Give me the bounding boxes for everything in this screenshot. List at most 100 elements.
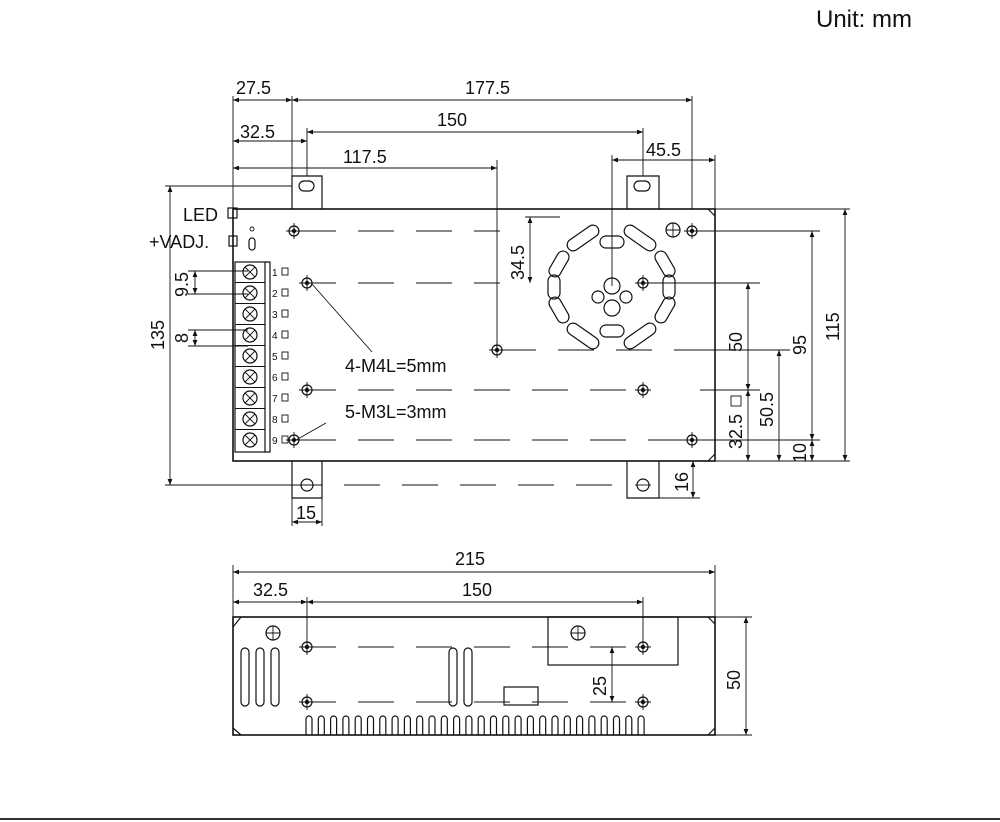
- terminal-number: 3: [272, 310, 278, 321]
- vent-slot: [440, 715, 448, 735]
- hole-marker: [286, 223, 302, 239]
- vent-slot: [588, 715, 596, 735]
- unit-label: Unit: mm: [816, 6, 912, 33]
- vent-slot: [379, 715, 387, 735]
- vent-slot: [539, 715, 547, 735]
- dim-15: 15: [296, 503, 316, 523]
- side-hole-marker: [635, 639, 651, 655]
- side-hole-marker: [635, 694, 651, 710]
- side-dim-150: 150: [462, 580, 492, 600]
- vent-slot: [465, 715, 473, 735]
- led-label: LED: [183, 205, 218, 225]
- terminal-number: 9: [272, 436, 278, 447]
- side-dim-32-5: 32.5: [253, 580, 288, 600]
- vadj-label: +VADJ.: [149, 232, 209, 252]
- dim-215: 215: [455, 549, 485, 569]
- ground-screw-icon: [665, 222, 681, 238]
- dim-27-5: 27.5: [236, 78, 271, 98]
- mount-ear-bottom-right: [626, 461, 660, 499]
- side-label-plate: [547, 616, 679, 666]
- vent-slot: [576, 715, 584, 735]
- dim-34-5: 34.5: [508, 245, 528, 280]
- dim-45-5: 45.5: [646, 140, 681, 160]
- side-dim-50: 50: [724, 670, 744, 690]
- vent-slot: [354, 715, 362, 735]
- dim-95: 95: [790, 335, 810, 355]
- terminal-8: 8: [235, 408, 289, 427]
- dim-150: 150: [437, 110, 467, 130]
- vent-slot: [514, 715, 522, 735]
- terminal-number: 1: [272, 268, 278, 279]
- terminal-5: 5: [235, 345, 289, 364]
- vent-slot: [600, 715, 608, 735]
- dim-135: 135: [148, 320, 168, 350]
- terminal-4: 4: [235, 324, 289, 343]
- led-indicator: [227, 207, 238, 219]
- hole-marker: [635, 382, 651, 398]
- vent-slot: [453, 715, 461, 735]
- dim-117-5: 117.5: [343, 147, 387, 167]
- vent-slot: [526, 715, 534, 735]
- hole-marker: [684, 223, 700, 239]
- terminal-number: 4: [272, 331, 278, 342]
- vent-slot: [317, 715, 325, 735]
- vent-slot: [477, 715, 485, 735]
- dim-50-top: 50: [726, 332, 746, 352]
- terminal-7: 7: [235, 387, 289, 406]
- dim-8: 8: [172, 333, 192, 343]
- vent-slot: [637, 715, 645, 735]
- vent-slot: [366, 715, 375, 735]
- terminal-number: 6: [272, 373, 278, 384]
- hole-marker: [684, 432, 700, 448]
- top-view: 1 2 3 4 5 6 7 8 9: [148, 78, 850, 526]
- vadj-potentiometer: [228, 235, 238, 247]
- dim-177-5: 177.5: [465, 78, 510, 98]
- side-view-body: [232, 616, 716, 736]
- terminal-number: 7: [272, 394, 278, 405]
- dim-32-5-right: 32.5: [726, 414, 746, 449]
- side-connector: [503, 686, 539, 706]
- dim-10: 10: [790, 443, 810, 463]
- top-view-body: [232, 208, 716, 462]
- vent-slot: [342, 715, 350, 735]
- cooling-fan-vents: [547, 224, 676, 350]
- dim-16: 16: [672, 472, 692, 492]
- dim-9-5: 9.5: [172, 272, 192, 297]
- m3-screw-callout: 5-M3L=3mm: [345, 402, 447, 422]
- bottom-rule: [0, 818, 1000, 820]
- dim-50-5: 50.5: [757, 392, 777, 427]
- terminal-2: 2: [235, 282, 289, 301]
- dim-32-5: 32.5: [240, 122, 275, 142]
- vent-slot: [403, 715, 411, 735]
- vent-slot: [489, 715, 498, 735]
- terminal-number: 8: [272, 415, 278, 426]
- terminal-1: 1: [242, 264, 289, 280]
- hole-marker: [286, 432, 302, 448]
- terminal-screws: 1 2 3 4 5 6 7 8 9: [235, 264, 289, 448]
- vent-slot: [612, 715, 621, 735]
- vent-slot: [416, 715, 424, 735]
- bottom-vent-slots: [305, 715, 645, 735]
- side-view: 215 32.5 150 25 50: [232, 549, 752, 736]
- vent-slot: [428, 715, 436, 735]
- m4-screw-callout: 4-M4L=5mm: [345, 356, 447, 376]
- vent-slot: [305, 715, 313, 735]
- terminal-9: 9: [235, 429, 289, 448]
- side-mounting-holes: [299, 639, 651, 710]
- vent-slot: [391, 715, 399, 735]
- terminal-block: [234, 261, 266, 453]
- vent-slot: [563, 715, 571, 735]
- vent-slot: [502, 715, 510, 735]
- terminal-3: 3: [235, 303, 289, 322]
- side-ground-screw-icon: [265, 625, 281, 641]
- side-vents: [240, 647, 473, 707]
- terminal-number: 5: [272, 352, 278, 363]
- vent-slot: [330, 715, 338, 735]
- vent-slot: [625, 715, 633, 735]
- side-dim-25: 25: [590, 676, 610, 696]
- terminal-number: 2: [272, 289, 278, 300]
- mount-ear-bottom-left: [291, 461, 323, 499]
- terminal-6: 6: [235, 366, 289, 385]
- dim-115: 115: [823, 312, 843, 341]
